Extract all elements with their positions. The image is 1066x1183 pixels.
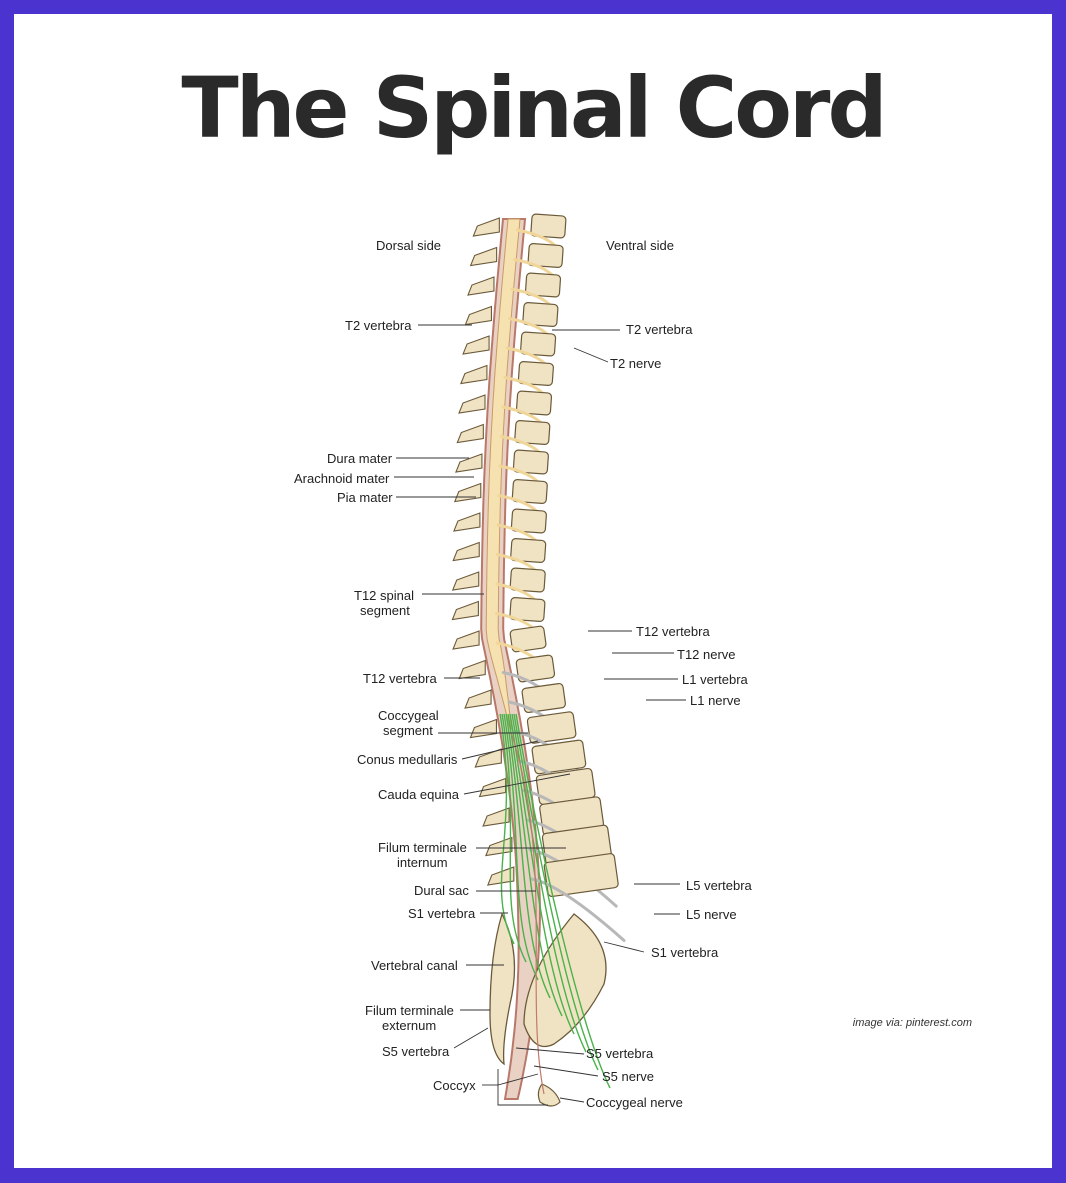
label-s1-vertebra-ventral: S1 vertebra [651, 945, 719, 960]
cauda-equina-nerve [505, 713, 551, 999]
spine-illustration [451, 213, 626, 1107]
cauda-equina-nerve [507, 713, 563, 1017]
spinous-process [452, 630, 480, 650]
vertebral-body [521, 682, 566, 714]
label-t2-nerve: T2 nerve [610, 356, 661, 371]
cauda-equina-nerve [501, 713, 527, 963]
label-dural-sac: Dural sac [414, 883, 469, 898]
label-coccygeal-nerve: Coccygeal nerve [586, 1095, 683, 1110]
label-l1-vertebra: L1 vertebra [682, 672, 749, 687]
vertebral-body [510, 508, 547, 534]
vertebral-body [527, 243, 564, 268]
image-credit: image via: pinterest.com [852, 1017, 972, 1029]
vertebral-body [510, 538, 547, 563]
diagram-labels: Dorsal side Ventral side T2 vertebra T2 … [294, 238, 753, 1110]
spinous-process [451, 600, 479, 621]
vertebral-body [526, 711, 577, 744]
label-l5-vertebra: L5 vertebra [686, 878, 753, 893]
label-s5-vertebra-ventral: S5 vertebra [586, 1046, 654, 1061]
spinal-nerve [530, 877, 626, 942]
label-t12-vertebra-dorsal: T12 vertebra [363, 671, 437, 686]
cauda-equina-nerve [509, 713, 575, 1035]
spinous-process [453, 482, 482, 503]
filum-terminale [511, 733, 545, 1095]
vertebral-body [517, 361, 554, 386]
label-filum-internum-line2: internum [397, 855, 448, 870]
spinous-process [469, 246, 498, 267]
vertebral-body [511, 479, 548, 504]
spinous-process [467, 276, 495, 296]
vertebral-body [520, 331, 557, 357]
spinal-cord-shape [485, 218, 521, 730]
vertebral-body [509, 567, 546, 593]
label-dorsal-side: Dorsal side [376, 238, 441, 253]
vertebral-body [522, 302, 559, 327]
label-cauda-equina: Cauda equina [378, 787, 460, 802]
label-s1-vertebra-dorsal: S1 vertebra [408, 906, 476, 921]
spinous-process [469, 718, 498, 739]
spinous-process [458, 394, 486, 414]
label-coccygeal-segment-line2: segment [383, 723, 433, 738]
sacrum-shape [523, 913, 607, 1048]
label-dura-mater: Dura mater [327, 451, 393, 466]
coccyx-shape [537, 1083, 561, 1107]
vertebral-body [530, 213, 567, 239]
vertebral-body [515, 390, 553, 416]
label-l1-nerve: L1 nerve [690, 693, 741, 708]
vertebral-body [512, 449, 549, 475]
page-title: The Spinal Cord [181, 59, 887, 157]
label-coccygeal-segment-line1: Coccygeal [378, 708, 439, 723]
spinous-process [455, 453, 483, 473]
label-l5-nerve: L5 nerve [686, 907, 737, 922]
leader-lines [394, 324, 686, 1106]
spinous-process [474, 748, 502, 768]
spinous-process [486, 866, 515, 886]
vertebral-body [515, 654, 556, 683]
diagram-frame: The Spinal Cord [14, 14, 1052, 1168]
label-t2-vertebra-dorsal: T2 vertebra [345, 318, 412, 333]
label-t12-spinal-segment-line1: T12 spinal [354, 588, 414, 603]
cauda-equina-nerve [503, 713, 539, 981]
label-filum-externum-line2: externum [382, 1018, 436, 1033]
vertebral-body [514, 420, 551, 445]
vertebral-body [509, 597, 546, 622]
spinal-cord-diagram: Dorsal side Ventral side T2 vertebra T2 … [294, 213, 753, 1110]
label-t12-nerve: T12 nerve [677, 647, 736, 662]
spinous-process [451, 571, 480, 591]
cauda-equina-nerve [515, 713, 611, 1089]
spinous-process [485, 836, 513, 857]
label-t2-vertebra-ventral: T2 vertebra [626, 322, 693, 337]
label-filum-internum-line1: Filum terminale [378, 840, 467, 855]
label-vertebral-canal: Vertebral canal [371, 958, 458, 973]
spinous-process [456, 423, 484, 444]
spinous-process [462, 335, 490, 355]
label-pia-mater: Pia mater [337, 490, 393, 505]
spinous-process [464, 689, 492, 709]
label-s5-vertebra-dorsal: S5 vertebra [382, 1044, 450, 1059]
label-coccyx: Coccyx [433, 1078, 476, 1093]
vertebral-body [543, 853, 619, 898]
spinous-process [464, 305, 492, 326]
vertebral-body [509, 625, 547, 653]
vertebral-body [531, 739, 587, 775]
label-conus-medullaris: Conus medullaris [357, 752, 458, 767]
sacral-crest [489, 912, 516, 1066]
vertebral-body [524, 272, 562, 298]
spinous-process [458, 659, 486, 680]
spinous-process [482, 807, 510, 827]
cauda-equina-nerve [513, 713, 599, 1071]
label-arachnoid-mater: Arachnoid mater [294, 471, 390, 486]
label-t12-spinal-segment-line2: segment [360, 603, 410, 618]
label-s5-nerve: S5 nerve [602, 1069, 654, 1084]
spinous-process [472, 217, 500, 237]
label-ventral-side: Ventral side [606, 238, 674, 253]
spinous-process [452, 541, 480, 562]
cauda-equina-nerve [499, 713, 515, 945]
label-t12-vertebra-ventral: T12 vertebra [636, 624, 710, 639]
spinous-process [460, 364, 488, 385]
spinous-process [453, 512, 481, 532]
spinous-process [478, 777, 507, 798]
label-filum-externum-line1: Filum terminale [365, 1003, 454, 1018]
